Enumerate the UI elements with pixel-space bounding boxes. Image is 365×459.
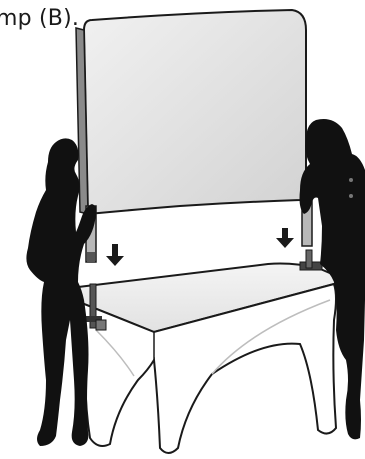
down-arrow-icon bbox=[276, 228, 294, 248]
clamp-right bbox=[300, 250, 322, 270]
banner-display bbox=[76, 10, 306, 214]
down-arrow-icon bbox=[106, 244, 124, 266]
stretch-table bbox=[63, 264, 338, 454]
banner-panel bbox=[84, 10, 306, 214]
